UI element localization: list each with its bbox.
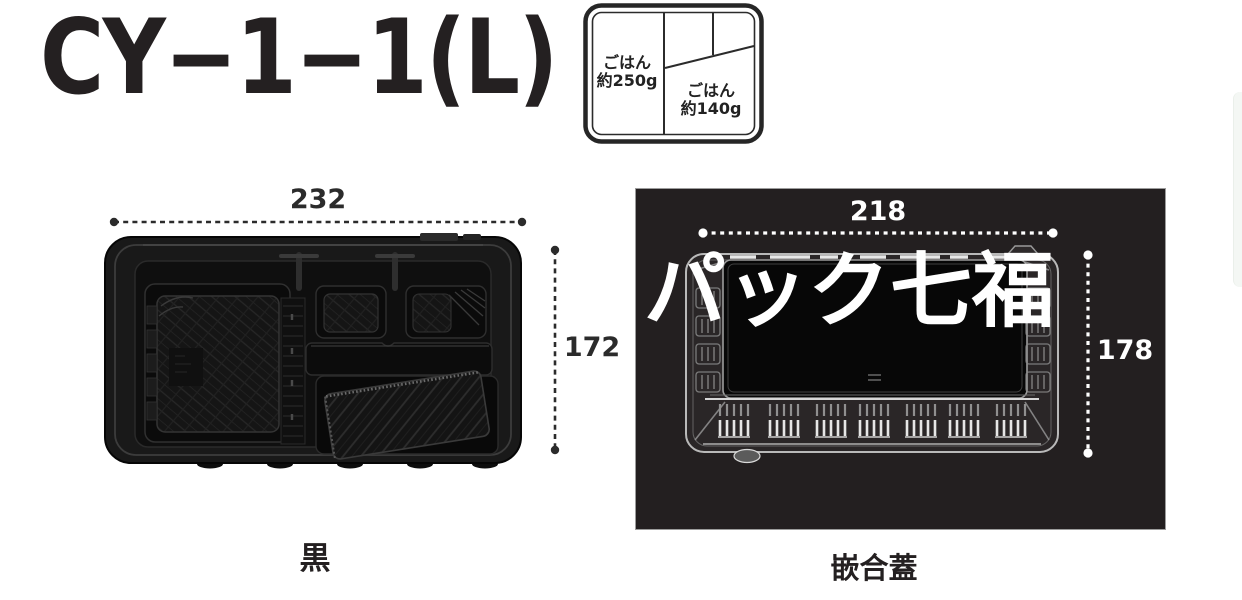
compartment-diagram: ごはん 約250g ごはん 約140g (583, 3, 764, 144)
tray-height-dim: 172 (564, 332, 620, 363)
watermark-text: パック七福 (644, 244, 1055, 339)
page-edge-artifact (1233, 92, 1242, 287)
rice-140g-label-line1: ごはん (687, 81, 735, 100)
lid-height-dim: 178 (1097, 335, 1153, 366)
compartment-diagram-outline (583, 3, 764, 144)
tray-photo (104, 233, 522, 469)
tray-caption: 黒 (299, 541, 331, 577)
rice-250g-label-line2: 約250g (597, 71, 658, 90)
lid-width-dim: 218 (850, 196, 906, 227)
lid-height-dim-line (1083, 250, 1093, 458)
lid-photo (685, 245, 1059, 464)
rice-140g-label-line2: 約140g (681, 99, 742, 118)
tray-height-dim-line (550, 245, 560, 455)
lid-width-dim-line (698, 228, 1058, 238)
rice-250g-label-line1: ごはん (603, 53, 651, 72)
tray-width-dim: 232 (290, 184, 346, 215)
tray-figure: 232 172 (104, 184, 620, 469)
lid-figure: 218 178 (685, 196, 1153, 464)
product-code: CY−1−1(L) (40, 0, 558, 118)
tray-width-dim-line (109, 217, 527, 227)
lid-panel: 218 178 パック七福 (635, 188, 1166, 530)
lid-caption: 嵌合蓋 (830, 551, 918, 585)
